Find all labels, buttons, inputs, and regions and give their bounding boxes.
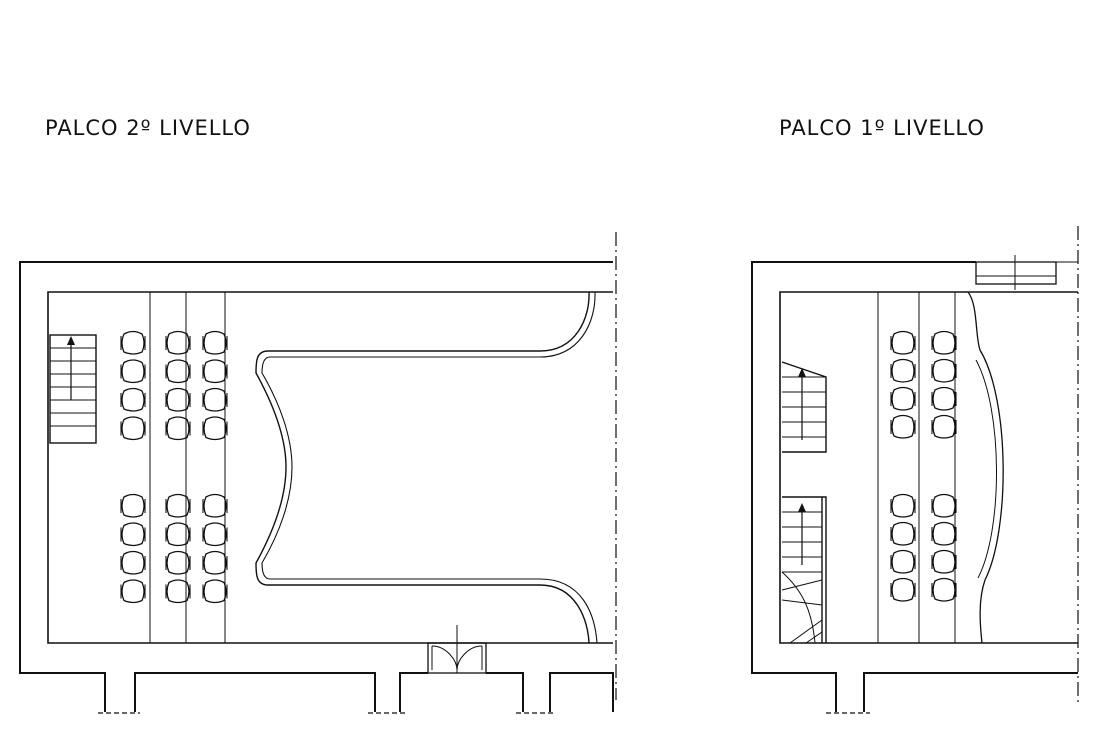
wall-opening [975,255,1078,290]
outer-wall [751,261,1078,712]
seat-icon [202,359,228,384]
seat-icon [120,550,146,575]
seat-icon [931,493,957,518]
seat-icon [202,493,228,518]
seat-icon [165,550,191,575]
plan-title-level-1: PALCO 1º LIVELLO [779,116,985,140]
seat-icon [120,387,146,412]
plan-title-level-2: PALCO 2º LIVELLO [45,116,251,140]
seat-icon [120,522,146,547]
stage-edge [967,291,1004,644]
seat-icon [931,330,957,355]
seat-icon [120,493,146,518]
seat-icon [120,579,146,604]
outer-wall [19,261,614,712]
seat-icon [931,414,957,439]
seating-level-2 [120,330,228,604]
staircase-upper [781,361,827,453]
seat-icon [120,330,146,355]
seat-icon [202,522,228,547]
seat-icon [165,359,191,384]
inner-wall [47,291,613,644]
staircase-lower [781,496,827,644]
seat-icon [931,386,957,411]
seat-icon [890,549,916,574]
seat-icon [165,522,191,547]
seat-icon [890,577,916,602]
seat-icon [890,414,916,439]
seat-icon [202,416,228,441]
plan-level-1 [751,226,1079,714]
seat-icon [931,577,957,602]
seat-icon [931,358,957,383]
seat-icon [890,358,916,383]
seat-icon [120,359,146,384]
seat-icon [165,493,191,518]
seat-icon [931,521,957,546]
tier-lines [149,292,226,643]
stage-opening [255,291,590,644]
double-door [427,625,487,674]
seat-icon [890,493,916,518]
seat-icon [202,550,228,575]
seat-icon [165,387,191,412]
seat-icon [202,387,228,412]
seat-icon [890,386,916,411]
seat-icon [165,579,191,604]
seat-icon [165,416,191,441]
plan-level-2 [19,232,617,714]
tier-lines [877,292,956,643]
seating-level-1 [890,330,957,602]
inner-wall [779,291,1078,644]
seat-icon [202,330,228,355]
seat-icon [931,549,957,574]
staircase [49,334,97,444]
seat-icon [890,330,916,355]
seat-icon [165,330,191,355]
seat-icon [202,579,228,604]
seat-icon [120,416,146,441]
seat-icon [890,521,916,546]
